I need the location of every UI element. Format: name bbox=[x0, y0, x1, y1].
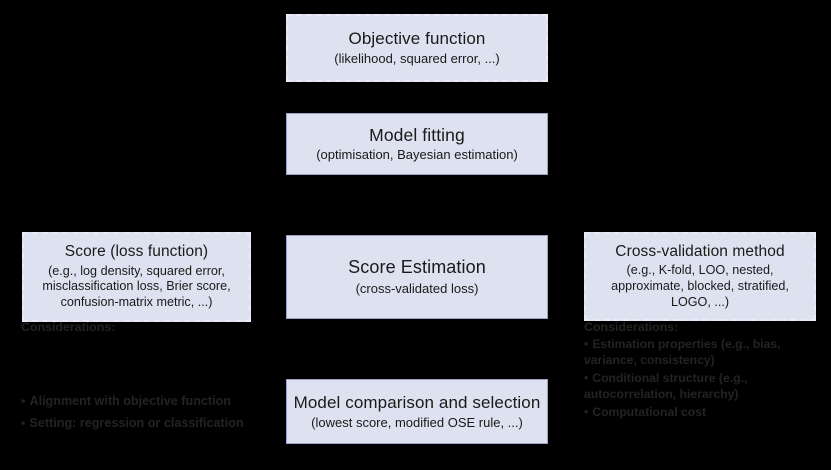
node-objective-function[interactable]: Objective function (likelihood, squared … bbox=[286, 14, 548, 82]
node-score-loss-function-title: Score (loss function) bbox=[64, 243, 209, 261]
list-item: •Computational cost bbox=[584, 405, 824, 421]
node-cross-validation-method-title: Cross-validation method bbox=[615, 242, 785, 260]
considerations-right-list: •Estimation properties (e.g., bias, vari… bbox=[584, 337, 824, 420]
node-model-comparison-title: Model comparison and selection bbox=[293, 392, 541, 412]
node-score-estimation-subtitle: (cross-validated loss) bbox=[355, 280, 479, 296]
node-score-estimation-title: Score Estimation bbox=[348, 257, 486, 278]
node-objective-function-subtitle: (likelihood, squared error, ...) bbox=[334, 51, 500, 67]
bullet-icon: • bbox=[584, 404, 589, 419]
considerations-left: Considerations: ▪Alignment with objectiv… bbox=[21, 319, 261, 438]
considerations-left-item-text: Setting: regression or classification bbox=[29, 416, 244, 431]
considerations-left-list: ▪Alignment with objective function ▪Sett… bbox=[21, 393, 261, 432]
node-model-comparison-subtitle: (lowest score, modified OSE rule, ...) bbox=[311, 414, 523, 430]
node-model-fitting-subtitle: (optimisation, Bayesian estimation) bbox=[316, 147, 518, 163]
list-item: •Conditional structure (e.g., autocorrel… bbox=[584, 371, 824, 403]
considerations-left-heading: Considerations: bbox=[21, 320, 116, 334]
list-item: ▪Alignment with objective function bbox=[21, 393, 261, 409]
node-score-loss-function[interactable]: Score (loss function) (e.g., log density… bbox=[22, 232, 251, 322]
bullet-icon: • bbox=[584, 337, 589, 352]
bullet-icon: • bbox=[584, 370, 589, 385]
list-item: •Estimation properties (e.g., bias, vari… bbox=[584, 337, 824, 369]
node-objective-function-title: Objective function bbox=[348, 29, 486, 49]
considerations-right-item-text: Estimation properties (e.g., bias, varia… bbox=[584, 337, 781, 367]
node-cross-validation-method[interactable]: Cross-validation method (e.g., K-fold, L… bbox=[584, 232, 816, 321]
considerations-left-item-text: Alignment with objective function bbox=[29, 394, 231, 409]
considerations-right-item-text: Computational cost bbox=[592, 404, 707, 419]
node-model-fitting[interactable]: Model fitting (optimisation, Bayesian es… bbox=[286, 113, 548, 175]
bullet-icon: ▪ bbox=[21, 416, 26, 431]
considerations-right: Considerations: •Estimation properties (… bbox=[584, 319, 824, 422]
node-score-loss-function-subtitle: (e.g., log density, squared error, miscl… bbox=[42, 263, 231, 309]
node-cross-validation-method-subtitle: (e.g., K-fold, LOO, nested, approximate,… bbox=[611, 263, 789, 309]
considerations-right-heading: Considerations: bbox=[584, 320, 679, 334]
node-score-estimation[interactable]: Score Estimation (cross-validated loss) bbox=[286, 235, 548, 319]
node-model-comparison-and-selection[interactable]: Model comparison and selection (lowest s… bbox=[286, 379, 548, 444]
node-model-fitting-title: Model fitting bbox=[369, 124, 465, 145]
list-item: ▪Setting: regression or classification bbox=[21, 415, 261, 431]
considerations-left-spacer bbox=[21, 337, 261, 393]
bullet-icon: ▪ bbox=[21, 394, 26, 409]
considerations-right-item-text: Conditional structure (e.g., autocorrela… bbox=[584, 370, 748, 401]
